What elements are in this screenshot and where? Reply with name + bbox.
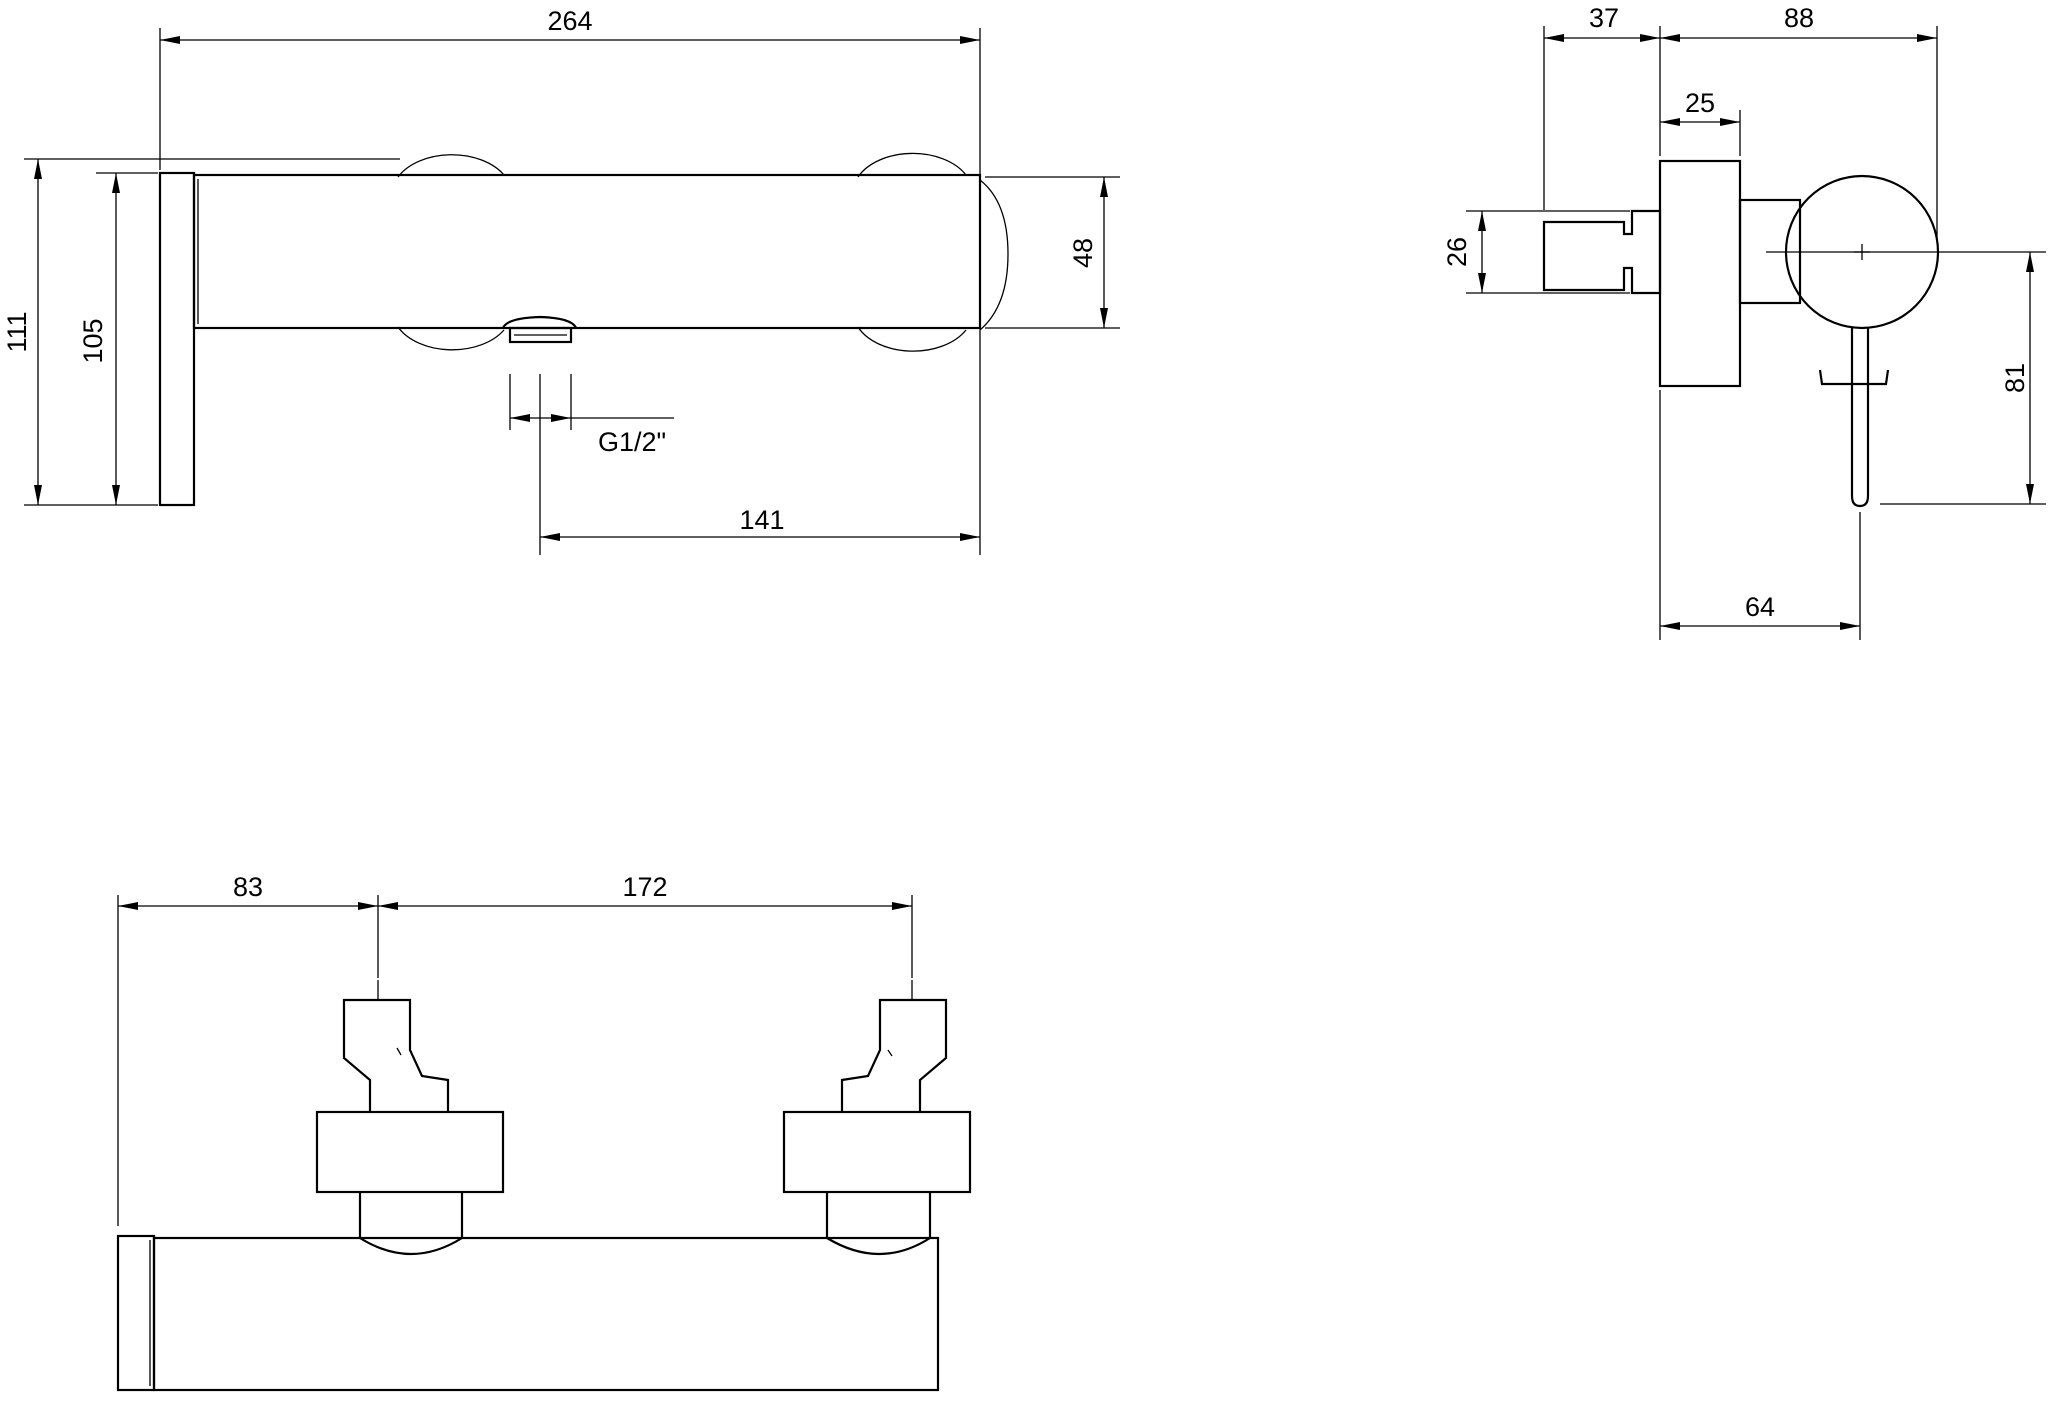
connector-arc-left-top (397, 154, 505, 178)
connector-arc-right-top (857, 152, 967, 178)
arrowhead (1478, 273, 1486, 293)
arrowhead (118, 902, 138, 910)
dim-label-rosette-depth: 25 (1685, 88, 1715, 118)
body-end-cap (979, 179, 1009, 331)
dim-label-lever-offset: 64 (1745, 592, 1775, 622)
arrowhead (1660, 622, 1680, 630)
dim-label-outlet-thread: G1/2" (598, 427, 666, 457)
outlet-thread-shape (508, 326, 573, 344)
dim-label-total-height: 111 (2, 311, 32, 352)
arrowhead (551, 414, 571, 422)
arrowhead (960, 533, 980, 541)
inlet-right-connector (840, 998, 948, 1112)
mixer-body (192, 173, 982, 330)
connector-arc-right-bottom (857, 326, 967, 352)
arrowhead (2026, 484, 2034, 504)
inlet-left-connector (342, 998, 450, 1112)
arrowhead (358, 902, 378, 910)
front-view: 264 111 105 48 G1/2" 141 (2, 6, 1120, 555)
dim-label-connector-height: 26 (1442, 237, 1472, 267)
arrowhead (892, 902, 912, 910)
arrowhead (112, 173, 120, 193)
dim-label-overall-width: 264 (547, 6, 592, 36)
arrowhead (34, 159, 42, 179)
arrowhead (112, 485, 120, 505)
eccentric-connector (1542, 209, 1662, 295)
inlet-left-rosette (315, 1110, 505, 1194)
arrowhead (1840, 622, 1860, 630)
inlet-right-rosette (782, 1110, 972, 1194)
lever (1850, 328, 1870, 508)
inlet-right-mark (887, 1049, 893, 1057)
side-view: 37 88 25 26 81 64 (1442, 3, 2046, 640)
arrowhead (378, 902, 398, 910)
rosette (1658, 159, 1742, 388)
arrowhead (510, 414, 530, 422)
arrowhead (1640, 34, 1660, 42)
connector-arc-left-bottom (397, 326, 505, 351)
arrowhead (960, 36, 980, 44)
dim-label-plate-height: 105 (78, 318, 108, 363)
wall-plate (158, 171, 196, 507)
dim-label-side-depth: 88 (1784, 3, 1814, 33)
outlet-nozzle (501, 315, 578, 329)
dim-label-connector-depth: 37 (1589, 3, 1619, 33)
lever-collar (1818, 369, 1890, 386)
arrowhead (1478, 211, 1486, 231)
inlet-left-mark (396, 1047, 402, 1056)
dim-label-lever-length: 81 (2000, 363, 2030, 393)
arrowhead (1660, 34, 1680, 42)
dim-label-outlet-offset: 141 (739, 505, 784, 535)
arrowhead (1100, 177, 1108, 197)
arrowhead (34, 485, 42, 505)
arrowhead (540, 533, 560, 541)
arrowhead (1544, 34, 1564, 42)
arrowhead (1660, 118, 1680, 126)
dim-label-body-height: 48 (1068, 238, 1098, 268)
arrowhead (1100, 308, 1108, 328)
arrowhead (1720, 118, 1740, 126)
body-top (152, 1236, 940, 1392)
arrowhead (2026, 252, 2034, 272)
dim-label-inlet-offset: 83 (233, 872, 263, 902)
inlet-left-neck (358, 1192, 464, 1255)
arrowhead (1917, 34, 1937, 42)
inlet-right-neck (825, 1192, 932, 1255)
body-top-cap (116, 1234, 156, 1392)
top-view: 83 172 (116, 872, 972, 1392)
dim-label-inlet-spacing: 172 (622, 872, 667, 902)
arrowhead (160, 36, 180, 44)
